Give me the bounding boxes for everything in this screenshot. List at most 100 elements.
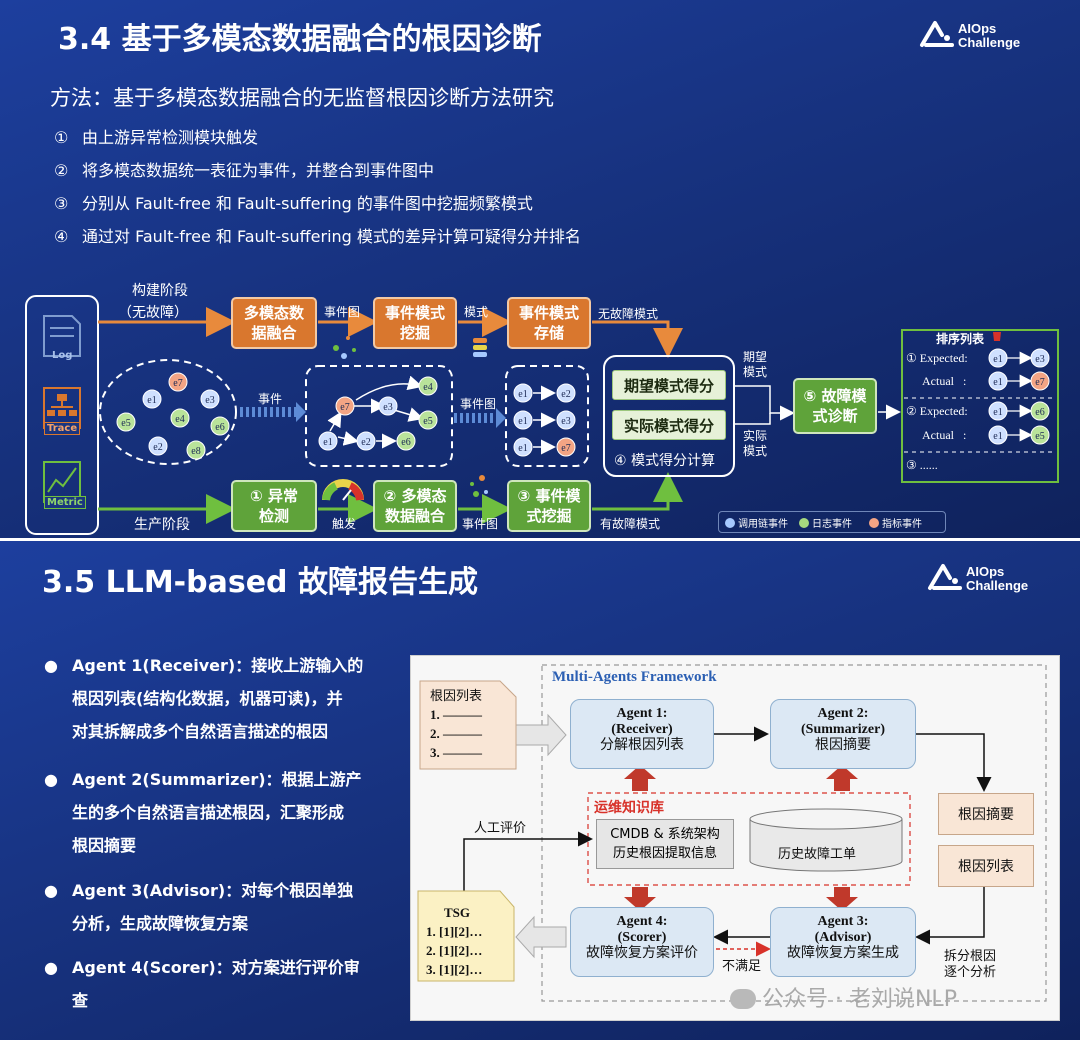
box-pattern-store: 事件模式存储 [507, 297, 591, 349]
event-graph-label: 事件图 [324, 305, 361, 319]
event-node [396, 431, 416, 451]
input-panel [25, 295, 99, 535]
event-node-label: e7 [340, 402, 349, 413]
event-node [186, 440, 206, 460]
split-label-line2: 逐个分析 [944, 965, 997, 980]
bullet-line: 生的多个自然语言描述根因，汇聚形成 [72, 803, 345, 822]
tsg-item: 3. [1][2]… [426, 962, 483, 977]
kb-arrow-up-1 [624, 765, 656, 791]
bullet-line: Agent 4(Scorer)：对方案进行评价审 [72, 958, 360, 977]
event-node-label: e2 [561, 389, 570, 400]
input-trace-label: Trace [44, 422, 81, 435]
actual-pattern-label: 实际模式 [743, 429, 768, 458]
page-title: 3.4 基于多模态数据融合的根因诊断 [58, 22, 542, 57]
framework-panel [410, 655, 1060, 1021]
box-fusion: 多模态数据融合 [231, 297, 317, 349]
event-node-label: e3 [561, 416, 570, 427]
split-label-line1: 拆分根因 [944, 949, 997, 964]
event-node [513, 383, 533, 403]
summary-doc: 根因摘要 [938, 793, 1034, 835]
event-node-label: e6 [215, 422, 224, 433]
event-node [513, 410, 533, 430]
summary-doc-label: 根因摘要 [958, 808, 1014, 823]
event-node-label: e6 [1035, 407, 1044, 418]
rank-2-actual: Actual : [922, 428, 967, 442]
event-node-label: e1 [518, 443, 527, 454]
manual-eval-label: 人工评价 [474, 821, 527, 836]
box-pattern-mining-2: ③ 事件模式挖掘 [507, 480, 591, 532]
event-node-label: e6 [401, 437, 410, 448]
list-doc-label: 根因列表 [958, 860, 1014, 875]
legend: 调用链事件 日志事件 指标事件 [718, 511, 946, 533]
input-doc-item: 1. ——— [430, 707, 482, 722]
event-node-label: e1 [518, 416, 527, 427]
event-node-label: e4 [175, 414, 184, 425]
event-graph-label-2: 事件图 [460, 397, 497, 411]
wechat-icon [730, 989, 756, 1009]
event-node-label: e7 [561, 443, 570, 454]
agent2-role: (Summarizer) [801, 722, 885, 737]
kb-title: 运维知识库 [594, 800, 664, 816]
step-num: ① [54, 128, 69, 147]
event-node-label: e1 [147, 395, 156, 406]
bullet-agent2: ● Agent 2(Summarizer)：根据上游产 生的多个自然语言描述根因… [44, 763, 362, 862]
event-node [1030, 401, 1050, 421]
event-node [556, 437, 576, 457]
log-icon [43, 315, 81, 357]
event-label: 事件 [258, 392, 283, 406]
event-node-label: e5 [121, 418, 130, 429]
event-node-label: e1 [323, 437, 332, 448]
event-node [335, 396, 355, 416]
watermark-text: 公众号 · 老刘说NLP [762, 987, 957, 1012]
agent4-role: (Scorer) [617, 930, 667, 945]
history-ticket-db-icon [749, 808, 903, 872]
event-node [988, 425, 1008, 445]
no-fault-label: （无故障） [118, 305, 188, 321]
framework-dashed-border [541, 664, 1047, 1002]
step-num: ④ [54, 227, 69, 246]
trigger-label: 触发 [332, 517, 357, 531]
event-node [356, 431, 376, 451]
pipeline-diagram [25, 295, 1059, 535]
event-node [988, 401, 1008, 421]
event-node [170, 408, 190, 428]
bullet-line: 分析，生成故障恢复方案 [72, 914, 249, 933]
agent1-box: Agent 1: (Receiver) 分解根因列表 [570, 699, 714, 769]
not-satisfied-label: 不满足 [722, 959, 762, 974]
box-actual-score: 实际模式得分 [612, 410, 726, 440]
agent4-name: Agent 4: [616, 914, 668, 929]
fault-pattern-label: 有故障模式 [600, 517, 661, 531]
bullet-line: Agent 3(Advisor)：对每个根因单独 [72, 881, 354, 900]
legend-dot-blue [725, 518, 735, 528]
kb-arrow-down-2 [826, 887, 858, 911]
event-node [1030, 425, 1050, 445]
build-stage-label: 构建阶段 [132, 283, 188, 299]
event-node-label: e1 [993, 431, 1002, 442]
agent3-desc: 故障恢复方案生成 [787, 946, 899, 961]
bullet-line: 对其拆解成多个自然语言描述的根因 [72, 722, 329, 741]
bell-icon [993, 332, 1001, 341]
event-node-label: e2 [153, 442, 162, 453]
bullet-line: Agent 1(Receiver)：接收上游输入的 [72, 656, 364, 675]
agent2-box: Agent 2: (Summarizer) 根因摘要 [770, 699, 916, 769]
box-pattern-mining: 事件模式挖掘 [373, 297, 457, 349]
trace-icon [43, 387, 81, 429]
watermark: 公众号 · 老刘说NLP [730, 981, 957, 1013]
kb-item-cmdb-line2: 历史根因提取信息 [612, 846, 717, 861]
box-fusion-2: ② 多模态数据融合 [373, 480, 457, 532]
event-node [378, 396, 398, 416]
event-node-label: e3 [205, 395, 214, 406]
event-cloud [99, 359, 237, 465]
step-num: ③ [54, 194, 69, 213]
framework-title: Multi-Agents Framework [552, 669, 717, 685]
stack-icon [473, 338, 487, 357]
rank-3: ③ ...... [906, 458, 938, 472]
pattern-label: 模式 [464, 305, 489, 319]
bullet-agent4: ● Agent 4(Scorer)：对方案进行评价审 查 [44, 951, 360, 1017]
event-node-label: e1 [993, 377, 1002, 388]
agent3-name: Agent 3: [817, 914, 869, 929]
